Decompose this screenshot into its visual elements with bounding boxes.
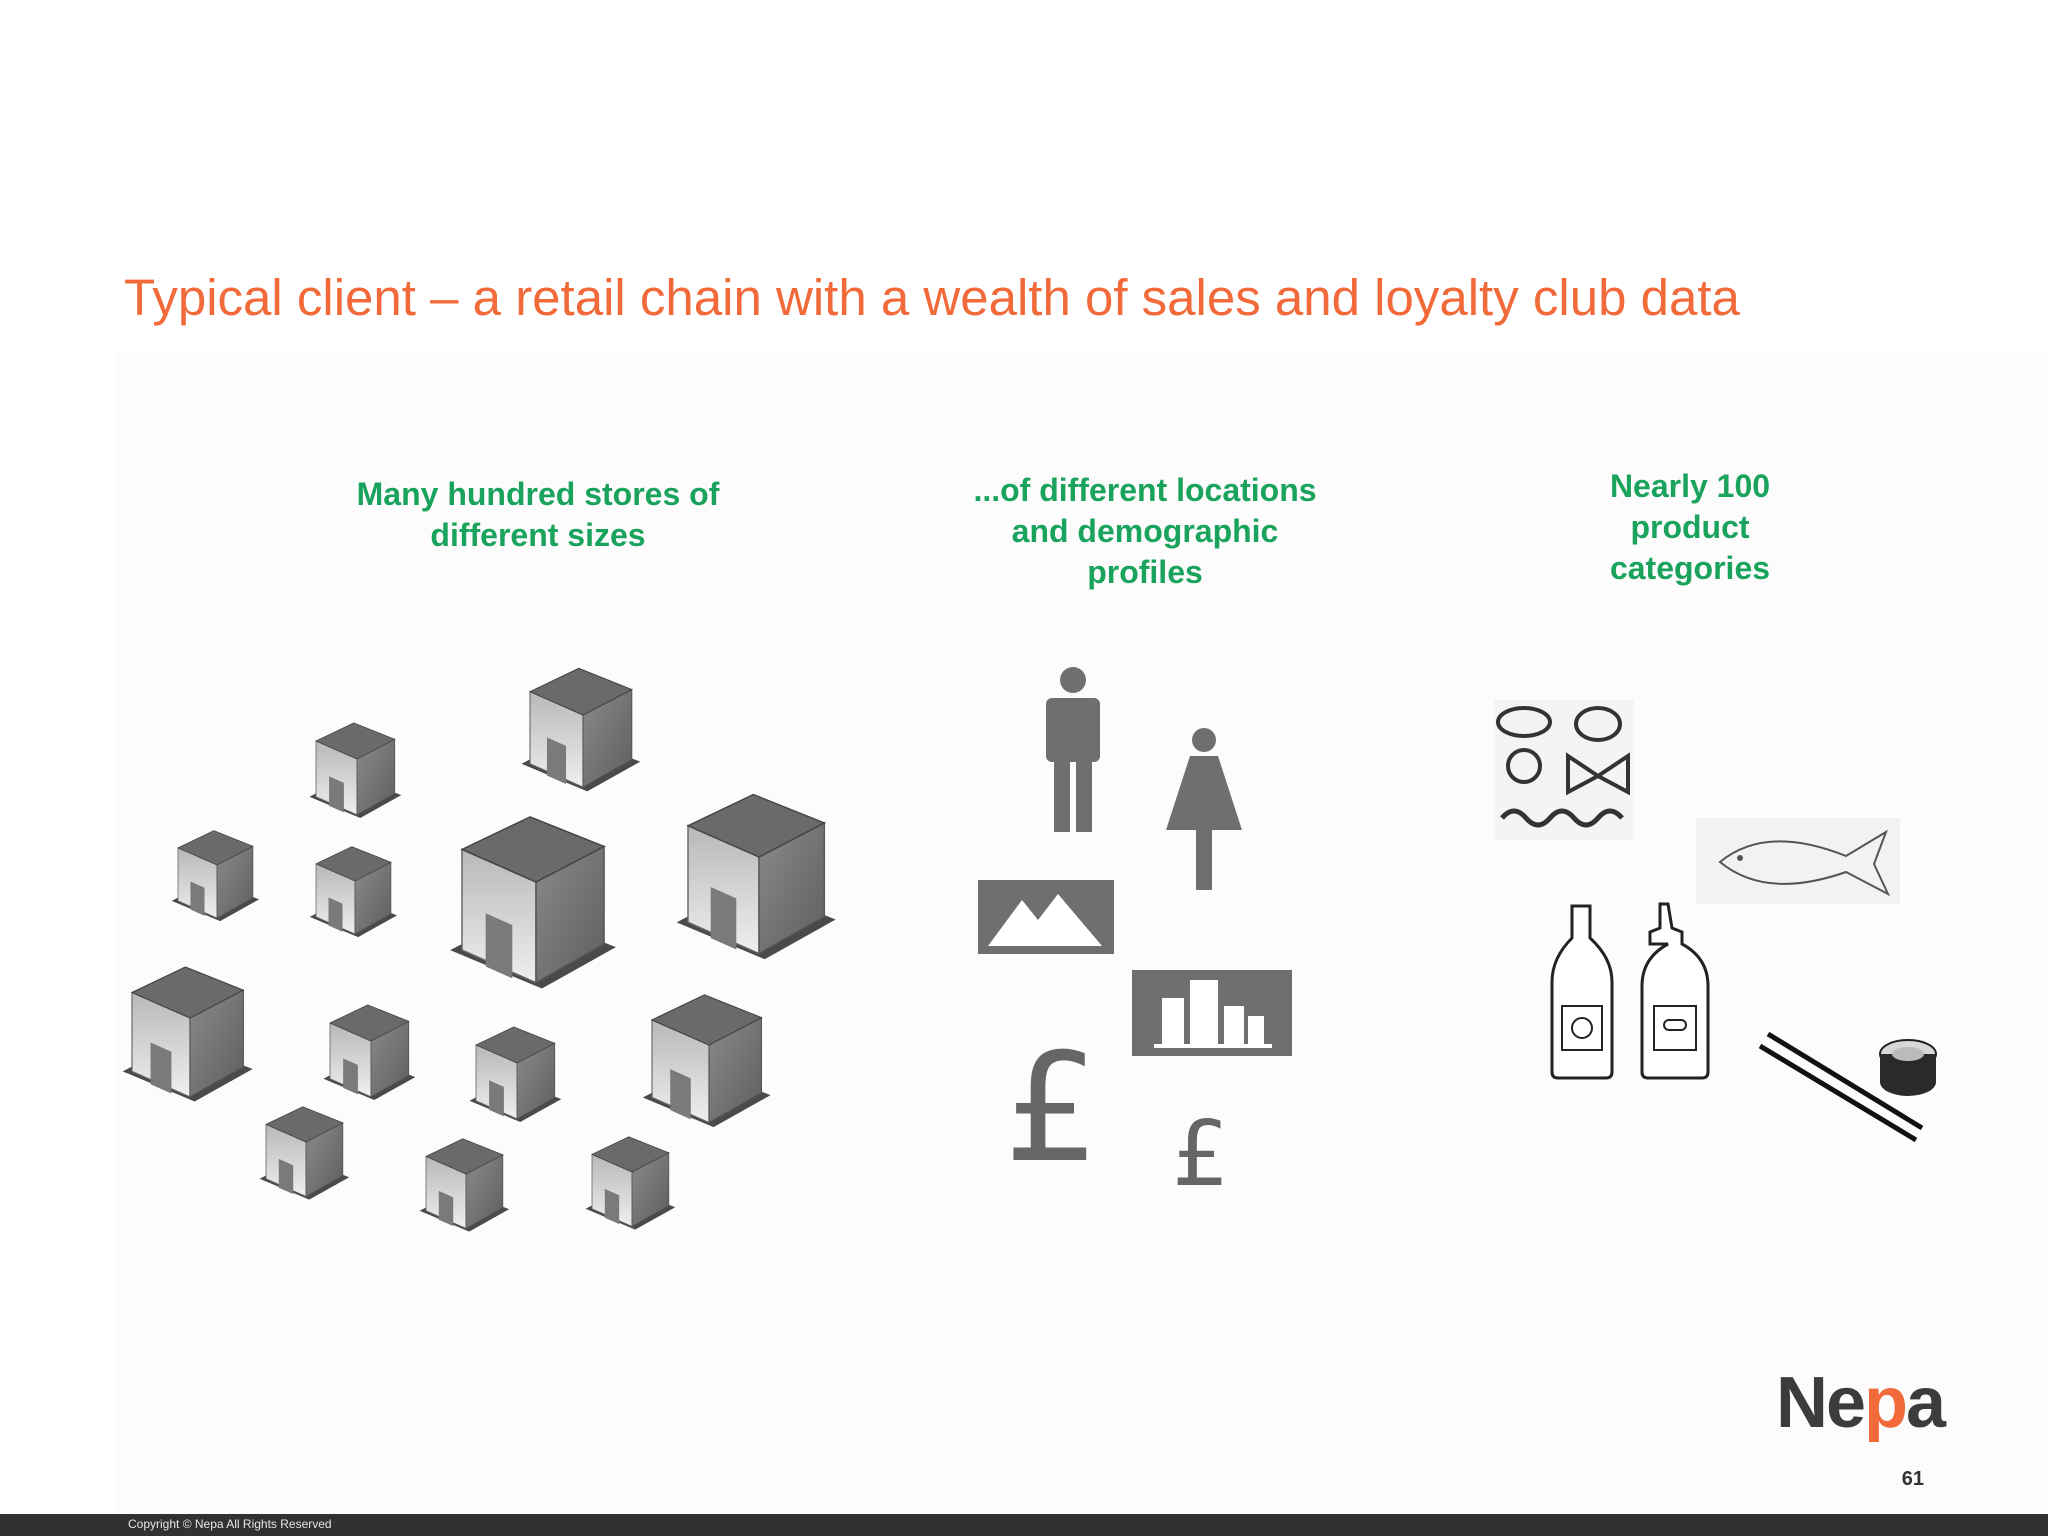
pound-large-icon: £ xyxy=(1004,1022,1100,1196)
caption-line: Nearly 100 xyxy=(1609,468,1771,504)
slide-title: Typical client – a retail chain with a w… xyxy=(124,269,1740,326)
caption-line: ...of different locations xyxy=(973,472,1317,508)
pound-small-icon: £ xyxy=(1172,1102,1230,1207)
caption-line: Many hundred stores of xyxy=(356,476,720,512)
caption-stores: Many hundred stores of different sizes xyxy=(300,474,776,556)
caption-categories: Nearly 100 product categories xyxy=(1540,466,1840,589)
caption-line: different sizes xyxy=(430,517,646,553)
caption-line: and demographic xyxy=(1011,513,1279,549)
copyright-text: Copyright © Nepa All Rights Reserved xyxy=(128,1517,332,1531)
condiment-bottles-icon xyxy=(1550,902,1710,1080)
caption-line: product xyxy=(1630,509,1750,545)
page-number: 61 xyxy=(1901,1468,1924,1490)
woman-icon xyxy=(1166,728,1242,890)
fish-icon xyxy=(1696,818,1900,904)
caption-locations: ...of different locations and demographi… xyxy=(940,470,1350,593)
mountain-icon xyxy=(978,880,1114,954)
caption-line: categories xyxy=(1609,550,1771,586)
man-icon xyxy=(1046,667,1100,832)
footer-bar: Copyright © Nepa All Rights Reserved xyxy=(0,1514,2048,1536)
sushi-chopsticks-icon xyxy=(1758,1031,1937,1143)
caption-line: profiles xyxy=(1087,554,1203,590)
nepa-logo: Nepa xyxy=(1776,1363,1946,1443)
city-buildings-icon xyxy=(1132,970,1292,1056)
pasta-icon xyxy=(1494,700,1634,840)
